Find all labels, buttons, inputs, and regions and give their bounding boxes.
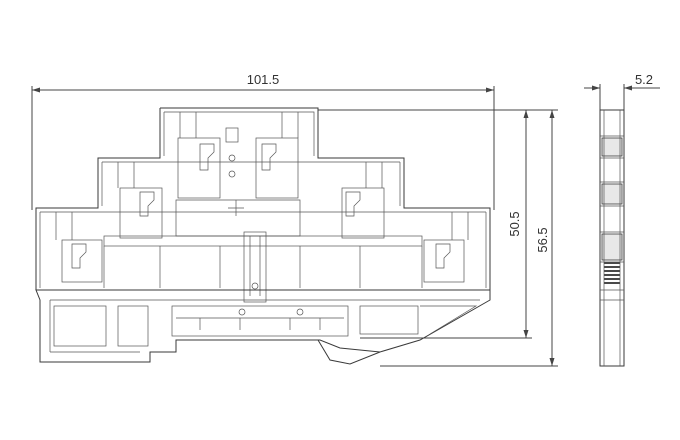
- dimension-label-side-width: 5.2: [635, 72, 653, 87]
- side-view-grip: [604, 262, 620, 284]
- side-view: [599, 109, 625, 367]
- dimension-label-overall-width: 101.5: [247, 72, 280, 87]
- dimension-overall-height: 56.5: [380, 109, 558, 367]
- front-view: [35, 107, 491, 365]
- dimension-side-width: 5.2: [584, 72, 660, 112]
- dimension-inner-height: 50.5: [318, 109, 532, 339]
- dimension-overall-width: 101.5: [31, 72, 495, 210]
- dimension-label-inner-height: 50.5: [507, 211, 522, 236]
- dimension-label-overall-height: 56.5: [535, 227, 550, 252]
